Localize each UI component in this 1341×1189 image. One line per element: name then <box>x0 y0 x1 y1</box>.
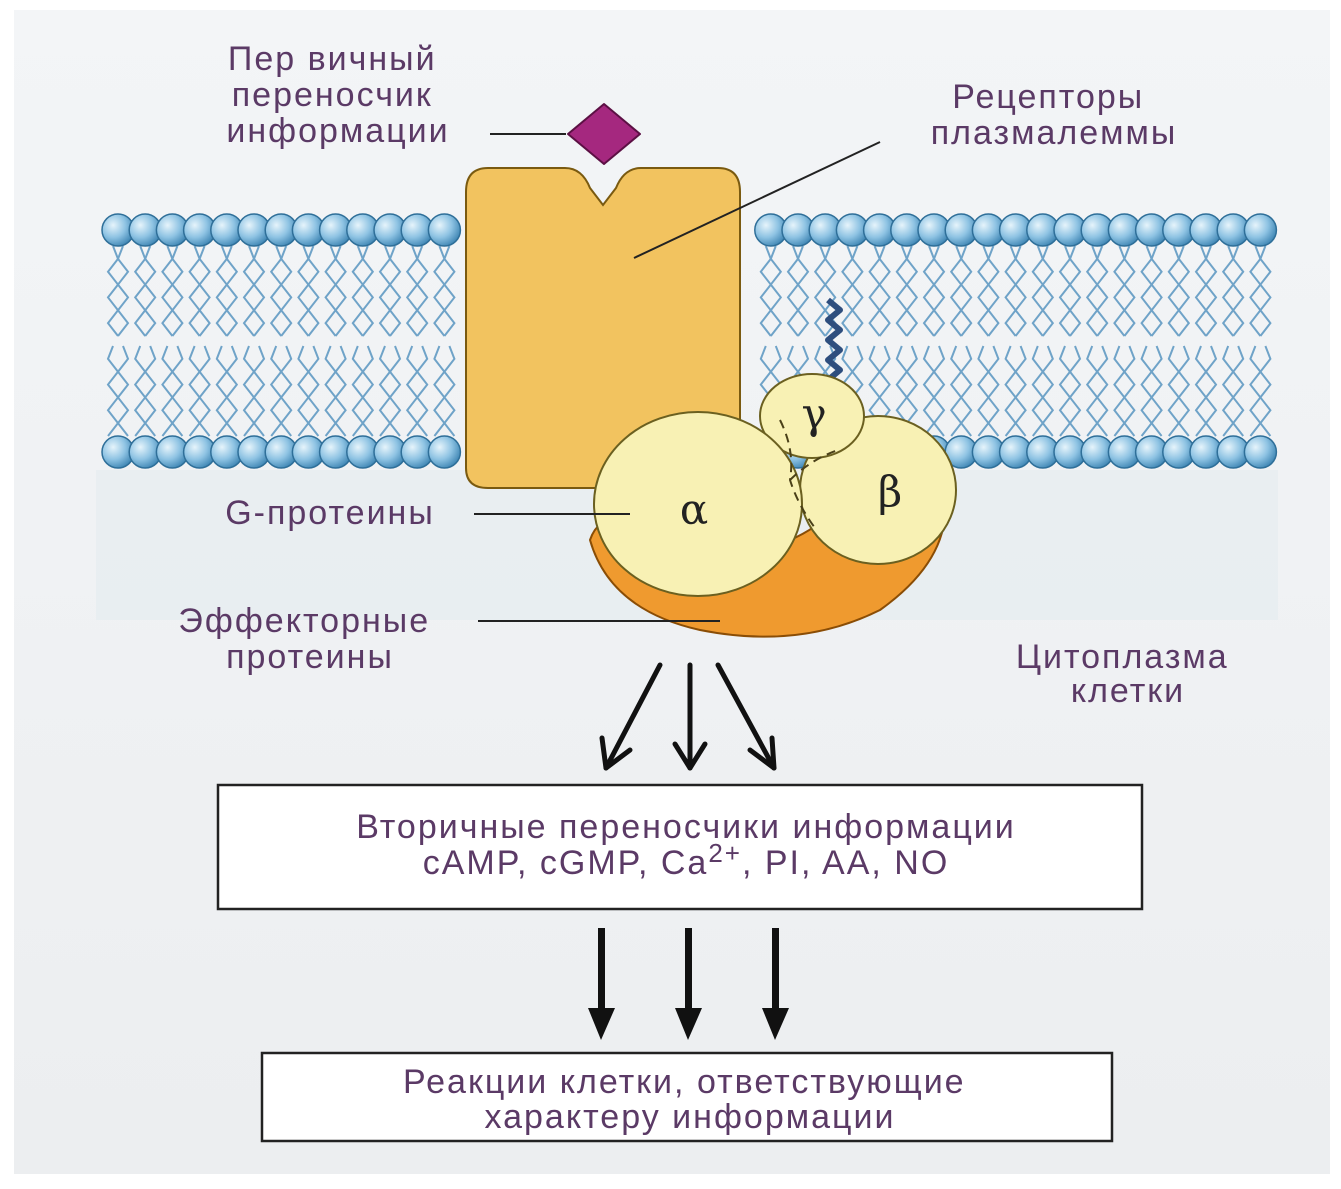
lipid-head <box>428 436 460 468</box>
alpha-label: α <box>680 485 708 534</box>
lipid-head <box>1244 214 1276 246</box>
g-proteins-label: G-протеины <box>225 494 435 532</box>
membrane-receptors-label: Рецепторы плазмалеммы <box>931 78 1178 152</box>
beta-label: β <box>878 467 902 516</box>
lipid-head <box>428 214 460 246</box>
second-messengers-title: Вторичные переносчики информации <box>356 808 1016 846</box>
lipid-head <box>1244 436 1276 468</box>
gamma-label: γ <box>801 389 826 438</box>
second-messengers-list: cAMP, cGMP, Ca2+, PI, AA, NO <box>423 838 950 882</box>
cell-reactions-text: Реакции клетки, ответствующие характеру … <box>403 1063 977 1136</box>
primary-messenger-label: Пер вичный переносчик информации <box>226 40 449 150</box>
